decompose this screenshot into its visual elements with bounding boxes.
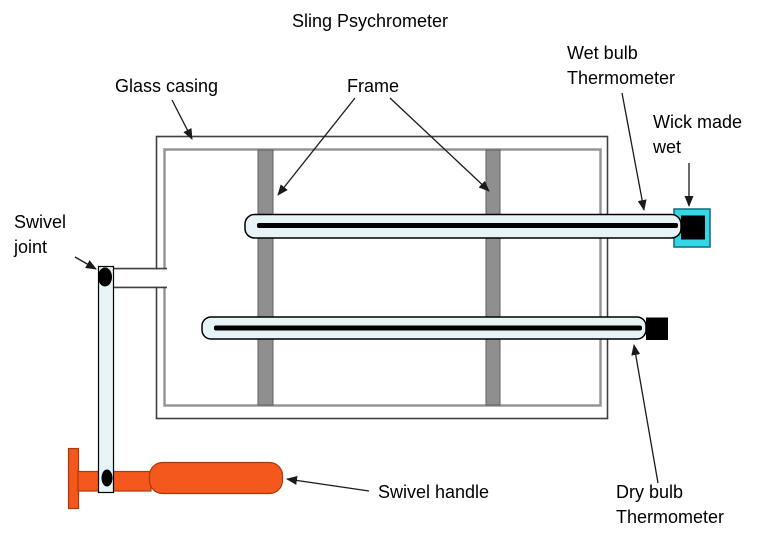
dry-thermometer-mercury [214, 325, 642, 331]
glass-casing-arrow [171, 99, 193, 140]
dry-bulb-thermometer-label: Dry bulb Thermometer [616, 482, 725, 527]
wet-thermometer-mercury [257, 223, 678, 228]
diagram-title: Sling Psychrometer [291, 11, 449, 31]
swivel-arm-opening [110, 269, 167, 287]
frame-bar-left [257, 149, 274, 406]
glass-casing-inner [163, 148, 602, 407]
dry-bulb-arrow [631, 344, 659, 484]
handle-shaft [77, 470, 152, 492]
wet-bulb-arrow [621, 92, 647, 211]
swivel-handle-label: Swivel handle [378, 482, 490, 502]
swivel-handle-arrow [286, 475, 370, 492]
glass-casing-outer [155, 135, 609, 420]
handle-grip [148, 461, 284, 495]
frame-arrow-right [389, 97, 490, 192]
frame-label: Frame [347, 76, 400, 96]
wick-made-wet-label: Wick made wet [653, 112, 743, 157]
swivel-rod [97, 265, 115, 494]
wet-thermometer-bulb [681, 215, 705, 240]
dry-thermometer-bulb [646, 317, 668, 340]
swivel-joint-label: Swivel joint [14, 212, 67, 257]
swivel-joint-arrow [74, 256, 97, 270]
frame-arrow-left [277, 97, 356, 196]
swivel-joint-pivot-bottom [101, 469, 113, 487]
wet-bulb-thermometer-label: Wet bulb Thermometer [567, 43, 676, 88]
swivel-joint-pivot-top [98, 267, 112, 287]
handle-end-bar [67, 447, 80, 510]
frame-bar-right [485, 149, 501, 406]
glass-casing-label: Glass casing [115, 76, 219, 96]
